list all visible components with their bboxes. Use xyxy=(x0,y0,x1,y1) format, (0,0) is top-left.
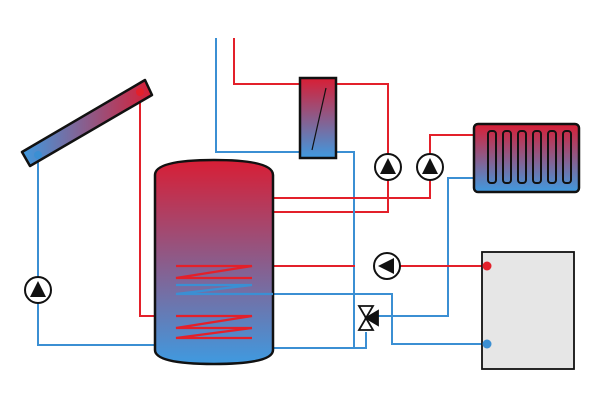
upper-coil-hot xyxy=(175,264,253,280)
boiler-cold-port xyxy=(482,339,492,349)
three-way-valve xyxy=(357,305,379,331)
valve-return-pipe xyxy=(273,332,367,349)
mixing-valve-icon xyxy=(357,305,375,320)
solar-coil xyxy=(175,314,253,330)
dhw-circuit xyxy=(215,38,389,348)
radiator-fins xyxy=(487,130,572,184)
solar-circuit xyxy=(37,92,157,346)
dhw-hot-outlet xyxy=(233,38,300,85)
solar-collector xyxy=(20,78,154,168)
solar-cold-pipe xyxy=(37,155,157,346)
solar-panel-icon xyxy=(20,78,154,168)
boiler-circuit xyxy=(273,265,487,349)
dhw-cold-supply xyxy=(215,38,300,153)
plate-heat-exchanger xyxy=(298,76,338,160)
solar-cold-port xyxy=(34,151,42,159)
storage-tank xyxy=(153,158,275,366)
solar-hot-port xyxy=(136,88,144,96)
boiler xyxy=(481,251,575,370)
upper-coil-cold xyxy=(175,283,273,296)
pump-boiler xyxy=(373,252,401,280)
pump-solar xyxy=(24,276,52,304)
pump-dhw xyxy=(374,153,402,181)
radiator-cold-return xyxy=(374,177,478,317)
buffer-tank-icon xyxy=(153,158,275,366)
boiler-cold-pipe xyxy=(273,293,487,345)
heat-exchanger-diagonal xyxy=(311,87,327,151)
exchanger-hot-to-pump xyxy=(273,83,389,213)
boiler-icon xyxy=(481,251,575,370)
radiator xyxy=(472,122,581,194)
heat-exchanger-icon xyxy=(298,76,338,160)
pump-heating xyxy=(416,153,444,181)
solar-coil-return xyxy=(175,326,253,340)
solar-hot-pipe xyxy=(139,92,157,317)
exchanger-cold-return xyxy=(336,151,355,348)
boiler-hot-port xyxy=(482,261,492,271)
